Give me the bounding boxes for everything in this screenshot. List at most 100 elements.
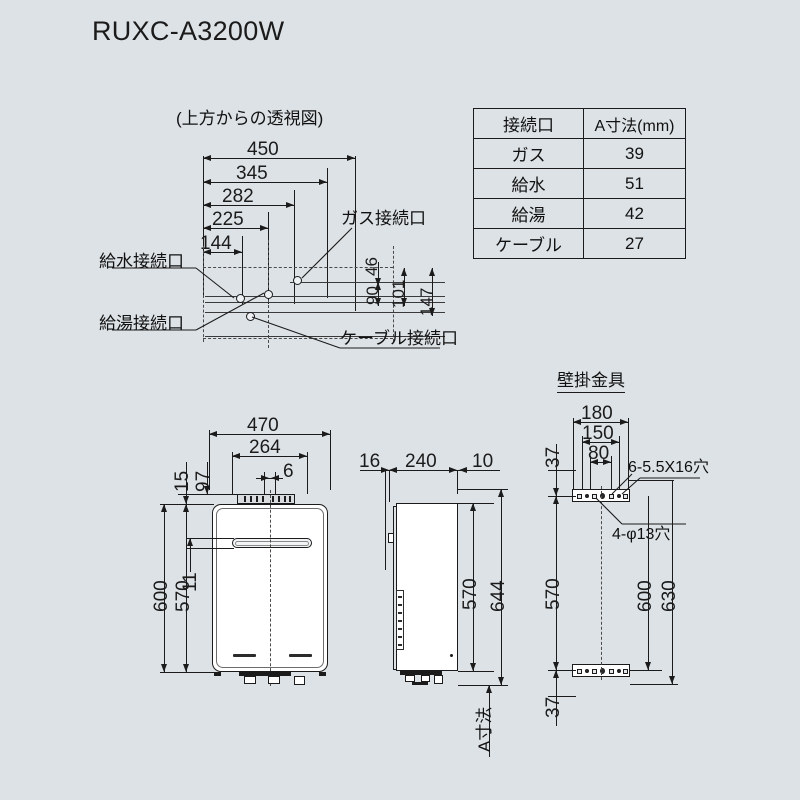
dim-6: 6 [283,461,294,482]
cell-port-hotwater: 給湯 [473,198,584,229]
arrow-head [286,201,294,208]
dim-line-282 [203,205,294,206]
bracket-hole [577,494,582,499]
arrow-head [428,268,435,276]
arrow-head [644,662,651,670]
note-4-phi13: 4-φ13穴 [612,526,671,543]
spec-table: 接続口 A寸法(mm) ガス 39 給水 51 給湯 42 ケーブル 27 [473,108,686,259]
dim-line-600-bracket [648,496,649,670]
arrow-head [160,504,167,512]
witness-line [548,670,576,671]
arrow-head [400,298,407,306]
arrow-head [160,664,167,672]
dim-line-101 [404,268,405,306]
side-back-plate [393,669,397,670]
bracket-hole-round [617,494,621,498]
bracket-hole-round [585,494,589,498]
center-line [270,490,271,686]
pipe-edge [205,312,445,313]
arrow-head [271,474,279,481]
arrow-head [428,308,435,316]
arrow-head [182,664,189,672]
dim-line-10 [457,470,489,471]
witness-line [327,168,328,298]
dim-240: 240 [405,451,437,472]
bracket-hole-round [600,668,605,674]
dim-line-644 [501,489,502,685]
dim-80: 80 [588,443,610,464]
dim-line-37-top [556,444,557,496]
port-cable [246,312,255,321]
witness-line [209,430,210,490]
witness-line [160,672,216,673]
dim-line-147 [432,268,433,316]
witness-line [458,671,494,672]
arrow-head [322,430,330,437]
arrow-head [603,458,611,465]
witness-line [628,480,674,481]
dim-line-46 [378,262,379,286]
dim-line-630 [672,480,673,684]
callout-cable-port: ケーブル接続口 [340,329,458,348]
arrow-head [449,466,457,473]
cell-port-cable: ケーブル [473,228,584,259]
page-title: RUXC-A3200W [92,16,285,46]
witness-line [458,489,508,490]
dim-line-11 [190,538,191,572]
witness-line [458,685,508,686]
table-header-a-dim: A寸法(mm) [583,108,686,139]
bottom-nub [319,672,326,676]
dim-line-450 [203,158,355,159]
bracket-hole [592,494,597,499]
witness-line [548,696,576,697]
bracket-hole-round [617,669,621,673]
arrow-head [234,248,242,255]
cell-adim-cable: 27 [583,228,686,259]
dim-line-570-bracket [556,496,557,670]
pipe-edge [205,302,445,303]
arrow-head [389,466,397,473]
witness-line [548,496,576,497]
dim-line-264 [232,456,307,457]
arrow-head [182,496,189,504]
arrow-head [374,298,381,306]
louver-right [289,654,312,657]
dim-450: 450 [247,139,279,160]
dim-line-570-front [186,504,187,672]
front-slot-inner [235,540,309,546]
witness-line [355,156,356,311]
witness-line [582,436,583,498]
arrow-head [203,224,211,231]
side-back-plate [393,506,394,670]
arrow-head [232,452,240,459]
pipe-edge [205,296,445,297]
arrow-head [319,178,327,185]
arrow-head [203,486,210,494]
arrow-head [203,201,211,208]
dim-line-97 [207,462,208,494]
witness-line [389,470,390,502]
bottom-manifold [239,671,291,676]
dim-line-240 [389,470,457,471]
arrow-head [186,538,193,546]
witness-line [590,456,591,498]
dim-line-15 [186,462,187,504]
side-hanger [388,533,394,543]
arrow-head [469,663,476,671]
table-header-port: 接続口 [473,108,584,139]
arrow-head [668,676,675,684]
witness-line [628,418,629,498]
witness-line [294,190,295,304]
dim-570-bracket: 570 [543,578,564,610]
arrow-head [182,504,189,512]
side-back-plate [393,506,397,507]
bracket-hole [592,669,597,674]
arrow-head [552,496,559,504]
arrow-head [552,662,559,670]
arrow-head [590,458,598,465]
arrow-head [260,224,268,231]
heater-body-side [396,503,458,671]
dim-line-144 [203,252,242,253]
